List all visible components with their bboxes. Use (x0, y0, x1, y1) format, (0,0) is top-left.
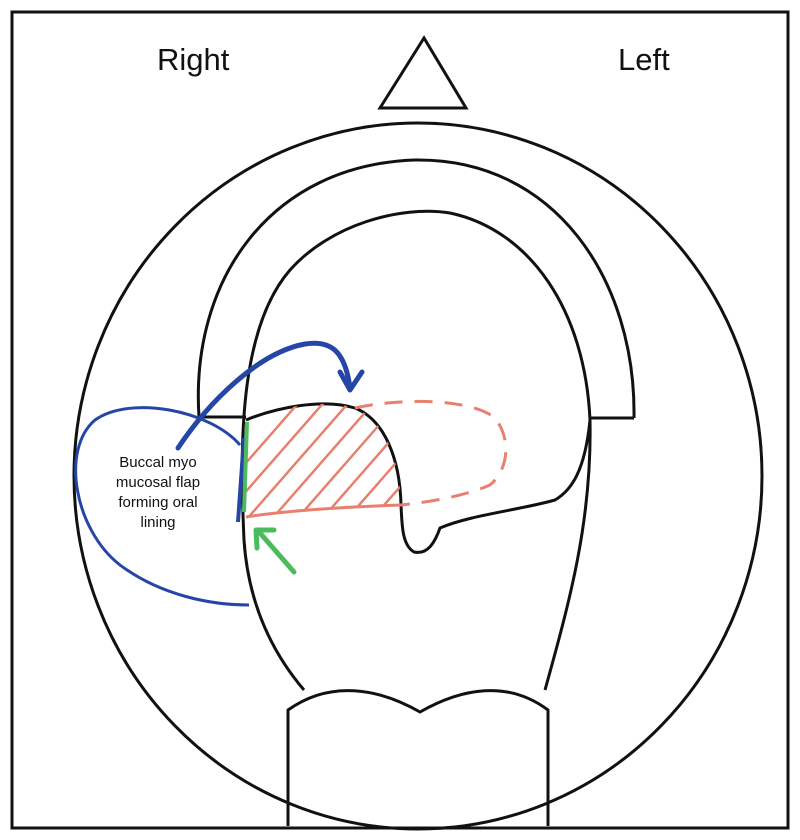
orientation-triangle-icon (377, 35, 469, 110)
buccal-flap-outline (74, 406, 250, 607)
margin-arrowhead-icon (253, 527, 277, 551)
defect-notch-edge (245, 402, 592, 554)
flap-rotation-arrow (175, 340, 353, 451)
side-label-left: Left (618, 42, 670, 77)
oral-cavity-outline (240, 209, 592, 691)
frame-border (10, 10, 790, 830)
margin-pointer-arrow (257, 530, 297, 575)
upper-arch-band (196, 158, 636, 419)
lower-tooth-block (286, 689, 550, 826)
rotation-arrowhead-icon (337, 369, 365, 393)
flap-base-line (236, 437, 246, 523)
flap-margin-line (242, 421, 249, 513)
defect-lower-border (245, 503, 402, 519)
flap-annotation: Buccal myo mucosal flap forming oral lin… (115, 454, 201, 531)
defect-dashed-extension (354, 399, 508, 507)
surgical-field-circle (72, 121, 764, 831)
side-label-right: Right (157, 42, 230, 77)
defect-hatching (246, 403, 401, 517)
